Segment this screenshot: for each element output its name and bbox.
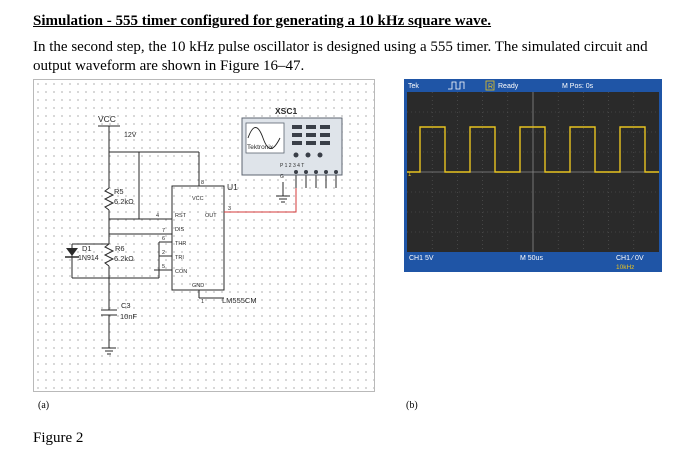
d1-name: D1 [82,244,92,253]
channel-scale: CH1 5V [409,255,434,262]
figure-label: Figure 2 [33,430,84,446]
trigger-mode: R [488,84,493,91]
c3-name: C3 [121,301,131,310]
caption-b: (b) [406,400,418,411]
schematic-panel: VCC 12V R5 6.2kΩ D1 1N914 R6 6.2kΩ C3 10… [33,79,375,392]
schematic-drawing: VCC 12V R5 6.2kΩ D1 1N914 R6 6.2kΩ C3 10… [65,106,343,355]
scope-ref: XSC1 [275,106,297,116]
pin-rst: RST [175,213,187,219]
c3-value: 10nF [120,312,138,321]
body-paragraph: In the second step, the 10 kHz pulse osc… [33,39,648,74]
vcc-label: VCC [98,114,116,124]
d1-part: 1N914 [78,255,99,262]
waveform-trace [407,126,659,173]
scope-brand-label: Tek [408,83,419,90]
scope-brand: Tektronix [247,144,274,151]
pin-tri: TRI [175,255,184,261]
pin-dis: DIS [175,227,185,233]
pin-num-5: 5 [162,264,165,270]
pin-num-2: 2 [162,250,165,256]
diode-symbol [66,248,78,256]
channel-marker: 1 [408,172,412,178]
scope-g-label: G [280,174,284,180]
r5-value: 6.2kΩ [114,197,134,206]
pin-gnd: GND [192,283,204,289]
oscilloscope-display: Tek R Ready M Pos: 0s CH1 5V M 50us CH1 … [404,79,662,272]
r6-name: R6 [115,244,125,253]
section-heading: Simulation - 555 timer configured for ge… [33,13,492,29]
pin-num-6: 6 [162,236,165,242]
r6-value: 6.2kΩ [114,254,134,263]
r5-name: R5 [114,187,124,196]
pin-out: OUT [205,213,217,219]
frequency-readout: 10kHz [616,264,634,271]
trigger-setting: CH1 ⁄ 0V [616,255,644,262]
scope-status: Ready [498,83,519,90]
caption-a: (a) [38,400,50,411]
scope-pins: P 1 2 3 4 T [280,163,304,169]
trigger-pulse-icon [448,81,465,90]
horizontal-position: M Pos: 0s [562,83,594,90]
pin-vcc: VCC [192,196,204,202]
pin-con: CON [175,269,187,275]
pin-num-7: 7 [162,228,165,234]
ic-ref: U1 [227,182,238,192]
pin-thr: THR [175,241,186,247]
pin-num-4: 4 [156,213,159,219]
pin-num-3: 3 [228,206,231,212]
pin-num-1: 1 [201,299,204,305]
oscilloscope-panel: Tek R Ready M Pos: 0s CH1 5V M 50us CH1 … [404,79,662,272]
timebase: M 50us [520,255,543,262]
ic-part: LM555CM [222,296,257,305]
vcc-value: 12V [124,132,137,139]
pin-num-8: 8 [201,180,204,186]
